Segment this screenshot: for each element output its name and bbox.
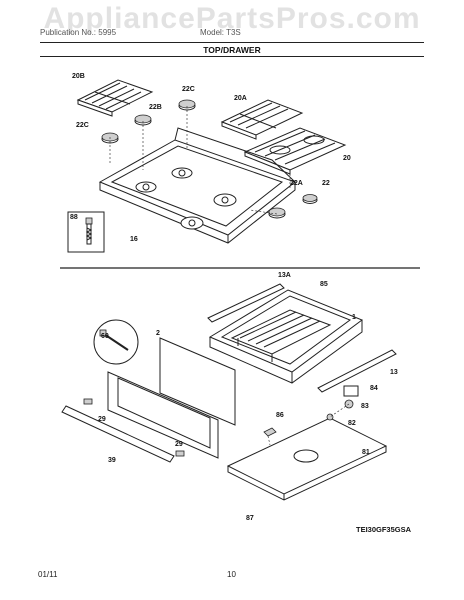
callout-29-left: 29 — [98, 416, 106, 423]
burner-cap-22c-left — [101, 132, 119, 144]
watermark: AppliancePartsPros.com — [43, 2, 421, 35]
section-title: TOP/DRAWER — [203, 45, 261, 55]
title-rule — [40, 56, 424, 57]
callout-39: 39 — [108, 457, 116, 464]
cooktop-16 — [98, 127, 297, 244]
callout-22b: 22B — [149, 104, 162, 111]
callout-83: 83 — [361, 403, 369, 410]
publication-number: Publication No.: 5995 — [40, 28, 117, 37]
callout-86: 86 — [276, 412, 284, 419]
callout-13a: 13A — [278, 272, 291, 279]
model-number: Model: T3S — [200, 28, 241, 37]
part-86 — [263, 427, 277, 437]
callout-82: 82 — [348, 420, 356, 427]
diagram-code: TEI30GF35GSA — [356, 525, 412, 534]
callout-20a: 20A — [234, 95, 247, 102]
drawer-base-87 — [226, 417, 388, 501]
callout-20: 20 — [343, 155, 351, 162]
grate-20b — [76, 79, 154, 117]
callout-87: 87 — [246, 515, 254, 522]
callout-22: 22 — [322, 180, 330, 187]
callout-1: 1 — [352, 314, 356, 321]
burner-cap-22 — [302, 194, 318, 204]
callout-88: 88 — [70, 214, 78, 221]
bolt-60-inset — [93, 319, 139, 365]
grate-20 — [243, 127, 347, 175]
burner-cap-22c-top — [178, 99, 196, 111]
burner-cap-22b — [134, 114, 152, 126]
handle-39 — [61, 405, 175, 463]
callout-81: 81 — [362, 449, 370, 456]
page-number: 10 — [227, 570, 236, 579]
screw-82 — [326, 413, 334, 421]
slide-rail-13 — [317, 349, 397, 393]
clip-29-right — [175, 450, 185, 457]
callout-20b: 20B — [72, 73, 85, 80]
clip-29-left — [83, 398, 93, 405]
footer-date: 01/11 — [38, 570, 58, 579]
callout-22c-top: 22C — [182, 86, 195, 93]
drawer-front-panel — [107, 371, 219, 459]
callout-85: 85 — [320, 281, 328, 288]
callout-60: 60 — [101, 333, 109, 340]
screw-88-inset — [67, 211, 105, 253]
callout-29-right: 29 — [175, 441, 183, 448]
burner-cap-22a — [268, 207, 286, 219]
slide-rail-13a — [207, 283, 285, 323]
callout-22a: 22A — [290, 180, 303, 187]
callout-16: 16 — [130, 236, 138, 243]
header-rule — [40, 42, 424, 43]
drawer-liner-2 — [159, 337, 236, 426]
bracket-84 — [343, 385, 359, 397]
rack-85 — [230, 309, 332, 362]
grate-20a — [220, 99, 304, 140]
callout-2: 2 — [156, 330, 160, 337]
callout-13: 13 — [390, 369, 398, 376]
callout-22c-left: 22C — [76, 122, 89, 129]
callout-84: 84 — [370, 385, 378, 392]
